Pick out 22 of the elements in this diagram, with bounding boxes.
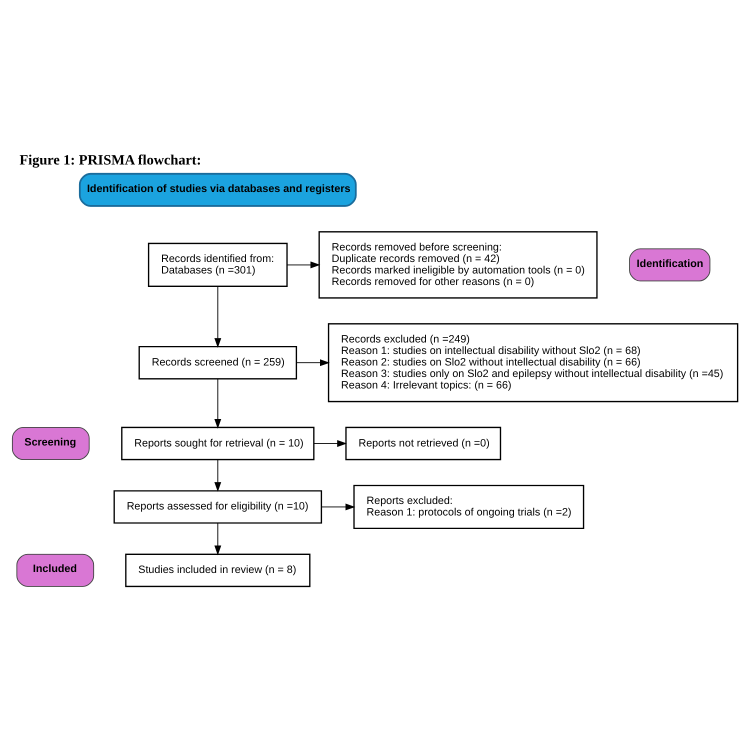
node-box: Records removed before screening: Duplicate records removed (n = 42) Records marked ineligible by automation tools (n = 0) Records removed for other reasons (n = 0) [318,231,598,299]
node-box: Records screened (n = 259) [138,346,298,380]
node-box: Reports sought for retrieval (n = 10) [121,426,314,460]
arrow [214,459,222,492]
arrow [214,378,222,429]
node-box: Records excluded (n =249) Reason 1: studies on intellectual disability without Slo2 (n = 68) Reason 2: studies on Slo2 without intellectual disability (n = 66) Reason 3: studies only on Slo2 and epilepsy without intellectual disability (n =45) Reason 4: Irrelevant topics: (n = 66) [328,323,738,402]
node-box: Reports excluded: Reason 1: protocols of ongoing trials (n =2) [353,484,584,530]
node-box: Reports not retrieved (n =0) [345,426,502,460]
arrow [314,440,347,447]
node-box: Included [16,554,94,587]
node-box: Screening [12,427,90,460]
diagram-title: Figure 1: PRISMA flowchart: [20,152,202,169]
arrow [286,261,320,268]
node-box: Studies included in review (n = 8) [125,554,310,588]
node-box: Reports assessed for eligibility (n =10) [114,490,322,524]
arrow [214,286,222,348]
arrow [296,359,330,366]
node-box: Records identified from: Databases (n =301) [148,242,288,287]
node-box: Identification of studies via databases and registers [78,172,357,207]
arrow [214,522,222,556]
arrow [321,504,356,510]
node-box: Identification [629,248,710,282]
